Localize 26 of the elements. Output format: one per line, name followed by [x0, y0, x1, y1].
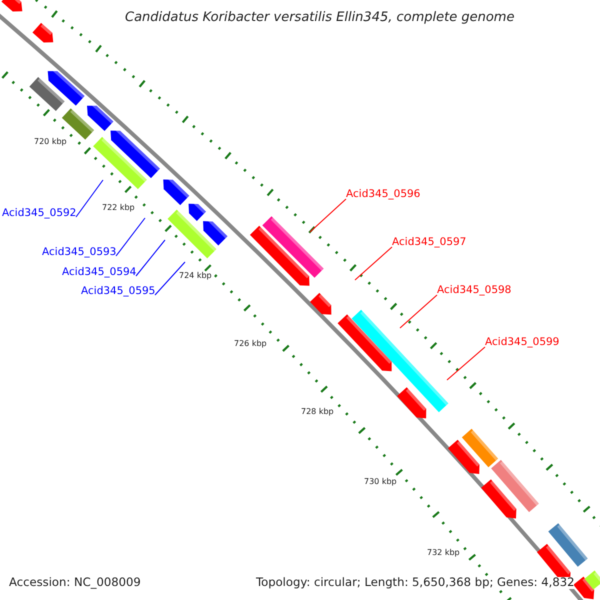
gene-label: Acid345_0595 — [81, 286, 156, 296]
tick-label: 730 kbp — [364, 478, 397, 486]
leader-line — [400, 294, 438, 328]
tick-label: 720 kbp — [34, 138, 67, 146]
gene-label: Acid345_0593 — [42, 247, 116, 258]
tick-label: 722 kbp — [102, 204, 135, 212]
map-title: Candidatus Koribacter versatilis Ellin345, complete genome — [125, 11, 514, 24]
accession-text: Accession: NC_008009 — [9, 577, 141, 589]
tick-label: 726 kbp — [234, 340, 267, 348]
gene-label: Acid345_0598 — [437, 285, 512, 296]
tick-label: 732 kbp — [427, 549, 460, 557]
genome-summary-text: Topology: circular; Length: 5,650,368 bp; Genes: 4,832 — [256, 577, 574, 589]
leader-line — [446, 346, 486, 380]
gene-label: Acid345_0594 — [62, 267, 136, 278]
leader-line — [76, 180, 104, 218]
leader-line — [310, 198, 346, 232]
leader-line — [354, 246, 392, 280]
leader-line — [154, 262, 186, 296]
leader-line — [136, 240, 166, 276]
gene-label: Acid345_0599 — [485, 337, 560, 348]
tick-label: 728 kbp — [301, 408, 334, 416]
gene-label: Acid345_0596 — [346, 189, 420, 200]
gene-label: Acid345_0592 — [2, 208, 76, 218]
tick-label: 724 kbp — [179, 272, 212, 280]
gene-label: Acid345_0597 — [392, 237, 466, 248]
leader-line — [116, 218, 146, 256]
